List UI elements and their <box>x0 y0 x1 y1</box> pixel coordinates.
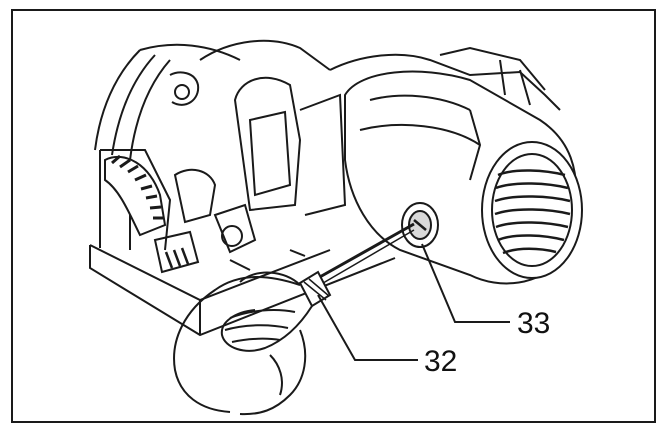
saw-body <box>153 39 561 274</box>
screwdriver <box>298 222 415 308</box>
depth-lever <box>104 154 167 237</box>
leader-lines <box>317 243 510 361</box>
callout-33-label: 33 <box>517 307 551 340</box>
brush-holder-cap <box>401 202 439 248</box>
leader-line-33 <box>421 243 510 323</box>
blade-guard <box>94 43 241 251</box>
figure-frame <box>11 9 656 423</box>
leader-line-32 <box>317 294 418 361</box>
motor-end-cap <box>481 141 583 279</box>
hand <box>173 271 313 416</box>
callout-32-label: 32 <box>424 345 458 378</box>
saw-base-plate <box>89 244 396 337</box>
